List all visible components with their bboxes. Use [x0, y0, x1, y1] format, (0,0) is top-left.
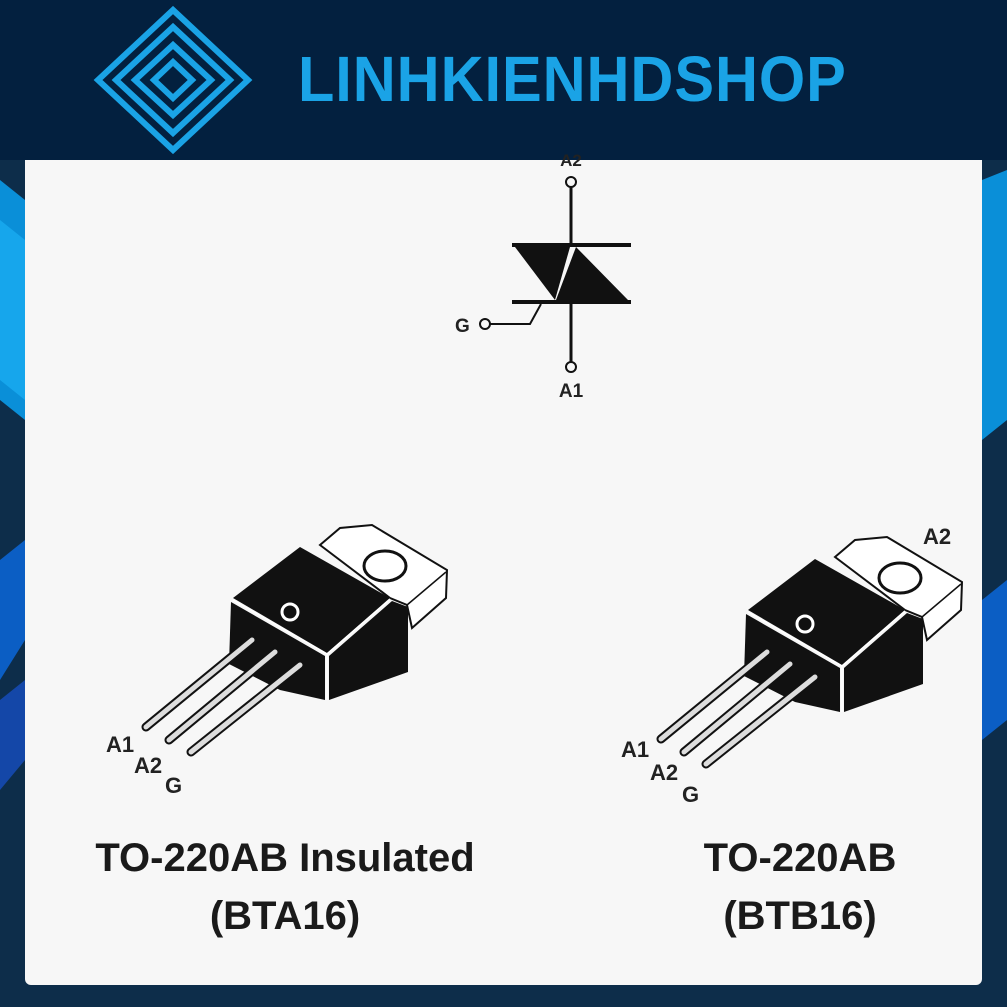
a2-terminal-circle	[565, 176, 577, 188]
to220-insulated-package	[146, 525, 447, 752]
label-g: G	[455, 316, 470, 337]
caption-line1: TO-220AB	[703, 836, 897, 880]
pin-label-a1: A1	[106, 732, 134, 757]
header-banner: LINHKIENHDSHOP	[0, 0, 1007, 160]
to220-package	[661, 537, 962, 764]
brand-name: LINHKIENHDSHOP	[298, 43, 847, 115]
pin-label-g: G	[682, 782, 699, 807]
package-caption-btb16: TO-220AB (BTB16)	[660, 829, 940, 945]
label-a2: A2	[560, 151, 582, 170]
caption-line1: TO-220AB Insulated	[95, 836, 475, 880]
pin-label-a2: A2	[650, 760, 678, 785]
pin-label-g: G	[165, 773, 182, 798]
package-caption-bta16: TO-220AB Insulated (BTA16)	[40, 829, 530, 945]
a1-terminal-circle	[565, 361, 577, 373]
triac-symbol	[479, 176, 631, 373]
pin-label-a2: A2	[134, 753, 162, 778]
tab-label-a2: A2	[923, 524, 951, 549]
diamond-maze-logo-icon	[93, 5, 253, 155]
pin-label-a1: A1	[621, 737, 649, 762]
caption-line2: (BTB16)	[723, 894, 877, 938]
gate-terminal-circle	[479, 318, 491, 330]
caption-line2: (BTA16)	[209, 894, 361, 938]
label-a1: A1	[559, 381, 584, 402]
